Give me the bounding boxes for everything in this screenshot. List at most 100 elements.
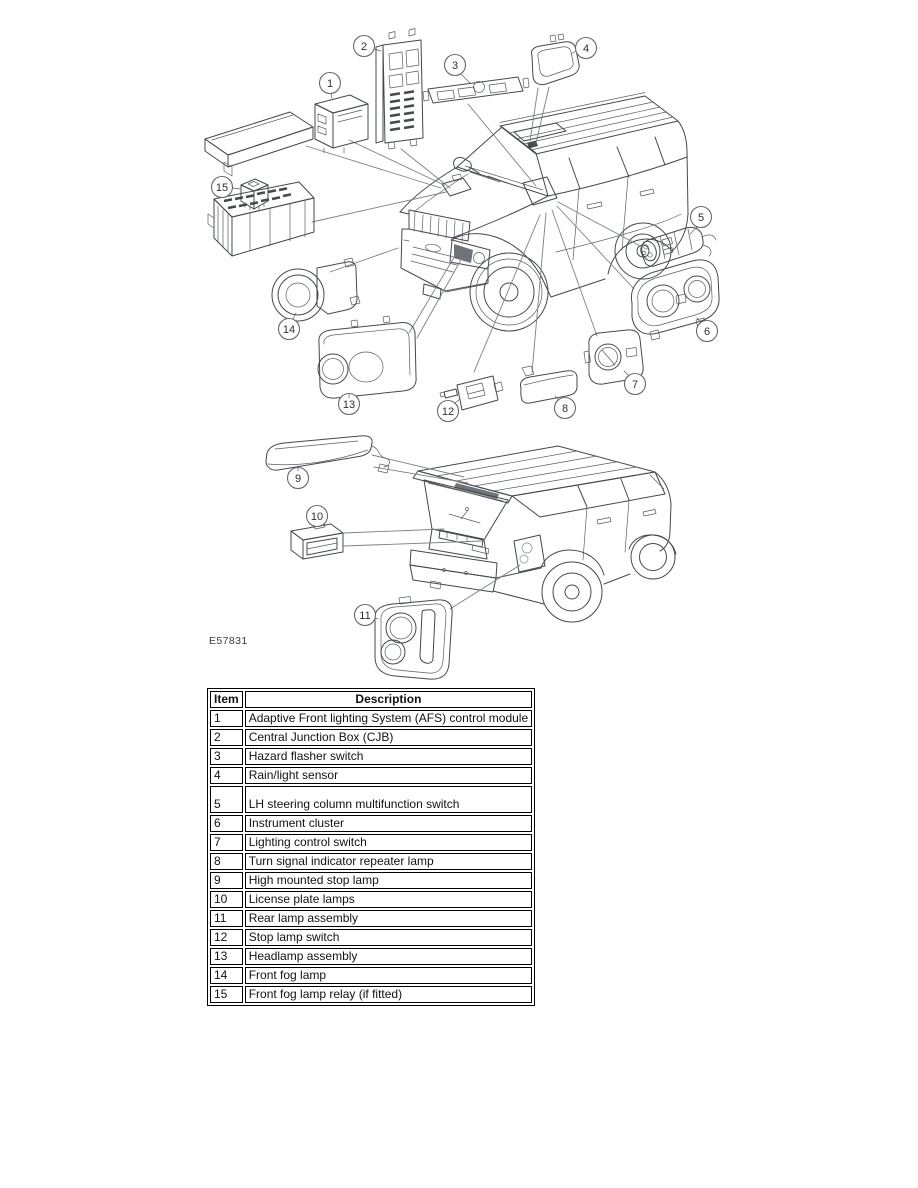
high-mounted-stop-lamp-illustration xyxy=(265,435,390,474)
description-cell: Front fog lamp xyxy=(244,967,533,984)
item-column-header: Item xyxy=(210,691,243,708)
fog-lamp-illustration xyxy=(271,257,361,322)
rear-lamp-assembly-illustration xyxy=(374,596,453,680)
rain-light-sensor-illustration xyxy=(531,33,580,86)
callout-5: 5 xyxy=(689,205,713,235)
item-cell: 7 xyxy=(210,834,243,851)
callout-7: 7 xyxy=(623,370,647,396)
description-cell: Adaptive Front lighting System (AFS) con… xyxy=(244,710,533,727)
svg-text:3: 3 xyxy=(452,60,458,72)
front-vehicle-illustration xyxy=(399,92,689,332)
item-cell: 14 xyxy=(210,967,243,984)
hazard-flasher-switch-illustration xyxy=(422,76,530,104)
description-cell: Headlamp assembly xyxy=(244,948,533,965)
item-cell: 6 xyxy=(210,815,243,832)
svg-text:14: 14 xyxy=(283,324,295,336)
table-header-row: Item Description xyxy=(210,691,533,708)
callout-4: 4 xyxy=(570,36,598,60)
lighting-control-switch-illustration xyxy=(583,329,644,385)
callout-8: 8 xyxy=(553,395,577,420)
callouts-front: 1 2 3 4 5 6 7 xyxy=(210,34,719,423)
svg-text:12: 12 xyxy=(442,406,454,418)
callout-12: 12 xyxy=(436,398,461,423)
cjb-illustration xyxy=(375,28,424,150)
front-diagram: 1 2 3 4 5 6 7 xyxy=(204,28,720,423)
instrument-cluster-illustration xyxy=(630,259,720,341)
svg-text:10: 10 xyxy=(311,511,323,523)
description-cell: Central Junction Box (CJB) xyxy=(244,729,533,746)
description-cell: Rain/light sensor xyxy=(244,767,533,784)
description-cell: Front fog lamp relay (if fitted) xyxy=(244,986,533,1003)
callout-10: 10 xyxy=(305,504,329,528)
svg-text:9: 9 xyxy=(295,473,301,485)
description-cell: Hazard flasher switch xyxy=(244,748,533,765)
callouts-rear: 9 10 11 xyxy=(286,466,379,627)
item-cell: 4 xyxy=(210,767,243,784)
svg-text:7: 7 xyxy=(632,379,638,391)
callout-13: 13 xyxy=(337,392,361,416)
callout-14: 14 xyxy=(277,312,301,341)
item-cell: 12 xyxy=(210,929,243,946)
stop-lamp-switch-illustration xyxy=(439,375,504,411)
multifunction-switch-illustration xyxy=(640,226,717,267)
callout-6: 6 xyxy=(695,317,719,343)
svg-text:2: 2 xyxy=(361,41,367,53)
svg-text:5: 5 xyxy=(698,212,704,224)
engine-fusebox-illustration xyxy=(207,181,315,257)
svg-text:13: 13 xyxy=(343,399,355,411)
svg-text:4: 4 xyxy=(583,43,589,55)
rear-vehicle-illustration xyxy=(409,445,677,623)
callout-15: 15 xyxy=(210,175,241,199)
item-cell: 2 xyxy=(210,729,243,746)
rear-diagram: 9 10 11 E57831 xyxy=(209,435,677,680)
headlamp-illustration xyxy=(317,315,417,399)
description-column-header: Description xyxy=(244,691,533,708)
item-cell: 10 xyxy=(210,891,243,908)
front-leader-lines xyxy=(305,86,643,374)
item-cell: 1 xyxy=(210,710,243,727)
description-cell: LH steering column multifunction switch xyxy=(244,786,533,813)
description-cell: High mounted stop lamp xyxy=(244,872,533,889)
svg-text:15: 15 xyxy=(216,182,228,194)
callout-11: 11 xyxy=(353,603,379,627)
repeater-lamp-illustration xyxy=(520,365,578,404)
callout-3: 3 xyxy=(443,53,471,84)
svg-text:11: 11 xyxy=(359,610,370,622)
exterior-lighting-diagram: 1 2 3 4 5 6 7 xyxy=(204,28,720,680)
description-cell: Stop lamp switch xyxy=(244,929,533,946)
rear-leader-lines xyxy=(343,454,521,610)
item-cell: 8 xyxy=(210,853,243,870)
item-cell: 3 xyxy=(210,748,243,765)
callout-9: 9 xyxy=(286,466,310,490)
figure-code: E57831 xyxy=(209,635,248,647)
item-cell: 5 xyxy=(210,786,243,813)
description-cell: License plate lamps xyxy=(244,891,533,908)
item-cell: 11 xyxy=(210,910,243,927)
item-cell: 13 xyxy=(210,948,243,965)
svg-text:1: 1 xyxy=(327,78,333,90)
callout-2: 2 xyxy=(352,34,382,58)
callout-1: 1 xyxy=(318,71,342,99)
description-cell: Lighting control switch xyxy=(244,834,533,851)
afs-control-module-illustration xyxy=(314,94,369,154)
item-cell: 15 xyxy=(210,986,243,1003)
engine-fusebox-cover-illustration xyxy=(204,111,314,177)
description-cell: Instrument cluster xyxy=(244,815,533,832)
